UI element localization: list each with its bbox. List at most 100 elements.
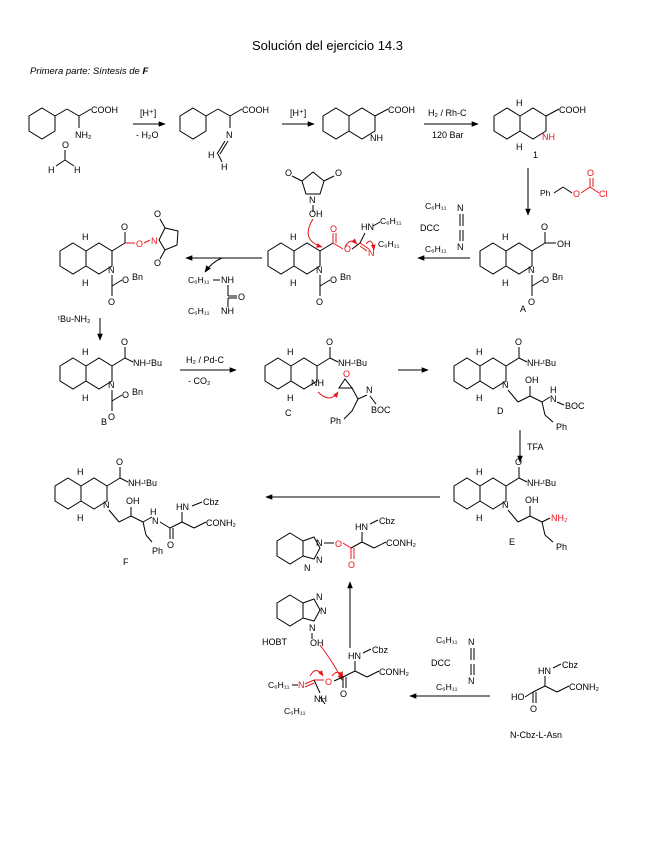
h-label: H bbox=[287, 393, 294, 403]
o-label-red: O bbox=[325, 677, 332, 687]
compound-label-1: 1 bbox=[533, 150, 538, 160]
cbz-chloride-reagent: Ph O O Cl bbox=[540, 168, 608, 199]
h-label: H bbox=[502, 232, 509, 242]
h-label: H bbox=[476, 393, 483, 403]
ho-label: HO bbox=[511, 692, 525, 702]
o-label: O bbox=[515, 457, 522, 467]
hobt-active-ester: N N N O O HN Cbz CONH₂ bbox=[276, 516, 416, 573]
compound-label-f: F bbox=[123, 557, 129, 567]
o-label: O bbox=[515, 337, 522, 347]
h-label: H bbox=[82, 393, 89, 403]
o-label: O bbox=[122, 275, 129, 285]
hn-label: HN bbox=[355, 522, 368, 532]
n-label: N bbox=[468, 676, 475, 686]
nh-label: NH bbox=[314, 694, 327, 704]
h-label: H bbox=[48, 165, 55, 175]
n-label: N bbox=[304, 563, 311, 573]
section-subtitle: Primera parte: Síntesis de F bbox=[30, 66, 148, 77]
bn-label: Bn bbox=[132, 272, 143, 282]
o-label-red: O bbox=[344, 244, 351, 254]
dcc-reagent-2: C₆H₁₁ N N C₆H₁₁ DCC bbox=[431, 635, 475, 692]
dcc-label-2: DCC bbox=[431, 658, 451, 668]
h-label: H bbox=[516, 142, 523, 152]
n-label: N bbox=[550, 394, 557, 404]
oh-label: OH bbox=[126, 496, 140, 506]
cooh-label: COOH bbox=[388, 105, 415, 115]
hn-label: HN bbox=[348, 651, 361, 661]
n-label: N bbox=[528, 265, 535, 275]
h-label: H bbox=[550, 385, 557, 395]
o-label: O bbox=[542, 275, 549, 285]
compound-f-structure: O NH-ᵗBu N OH Ph H N O HN Cbz CONH₂ H H … bbox=[54, 457, 236, 567]
n-label-red: N bbox=[298, 680, 305, 690]
c6h11-label: C₆H₁₁ bbox=[380, 216, 402, 226]
h-label: H bbox=[290, 278, 297, 288]
h-label: H bbox=[77, 467, 84, 477]
o-label-red: O bbox=[136, 239, 143, 249]
c6h11-label: C₆H₁₁ bbox=[188, 306, 210, 316]
h-label: H bbox=[221, 162, 228, 172]
nh-tbu-label: NH-ᵗBu bbox=[133, 358, 162, 368]
o-label: O bbox=[335, 168, 342, 178]
h-label: H bbox=[502, 278, 509, 288]
nh-tbu-label: NH-ᵗBu bbox=[527, 478, 556, 488]
n-label-red: N bbox=[368, 248, 375, 258]
n-label: N bbox=[309, 195, 316, 205]
h-label: H bbox=[82, 232, 89, 242]
bn-label: Bn bbox=[340, 272, 351, 282]
compound-b-structure: O NH-ᵗBu N O O Bn H H B bbox=[59, 337, 162, 427]
hobt-label: HOBT bbox=[262, 637, 288, 647]
conh2-label: CONH₂ bbox=[379, 667, 409, 677]
o-label-red: O bbox=[573, 189, 580, 199]
nh-label: NH bbox=[370, 133, 383, 143]
conh2-label: CONH₂ bbox=[206, 518, 236, 528]
compound-label-a: A bbox=[520, 304, 526, 314]
nh-tbu-label: NH-ᵗBu bbox=[128, 478, 157, 488]
n-label: N bbox=[457, 203, 464, 213]
ph-label: Ph bbox=[556, 542, 567, 552]
h-label: H bbox=[476, 513, 483, 523]
nhs-ester-structure: O O N O O N O O Bn H H bbox=[59, 209, 179, 307]
bn-label: Bn bbox=[552, 272, 563, 282]
o-label: O bbox=[121, 337, 128, 347]
ph-label: Ph bbox=[152, 546, 163, 556]
formaldehyde-o: O bbox=[62, 140, 69, 150]
h-label: H bbox=[208, 150, 215, 160]
compound-label-c: C bbox=[285, 408, 292, 418]
n-label: N bbox=[316, 555, 323, 565]
c6h11-label: C₆H₁₁ bbox=[436, 635, 458, 645]
n-label: N bbox=[366, 385, 373, 395]
c6h11-label: C₆H₁₁ bbox=[284, 706, 306, 716]
o-label: O bbox=[530, 704, 537, 714]
reagent-tbu-amine: ᵗBu-NH₂ bbox=[58, 314, 91, 324]
o-label: O bbox=[167, 540, 174, 550]
page-title: Solución del ejercicio 14.3 bbox=[251, 38, 404, 53]
o-label: O bbox=[154, 258, 161, 268]
h-label: H bbox=[476, 347, 483, 357]
c6h11-label: C₆H₁₁ bbox=[425, 244, 447, 254]
compound-c-structure: O NH-ᵗBu NH O N BOC Ph H H C bbox=[264, 337, 391, 426]
reagent-hydrogenation: H₂ / Rh-C bbox=[428, 108, 467, 118]
o-label: O bbox=[122, 390, 129, 400]
o-acylisourea-intermediate: C₆H₁₁ N NH C₆H₁₁ O O HN Cbz CONH₂ bbox=[268, 645, 409, 716]
n-label: N bbox=[502, 500, 509, 510]
o-label: O bbox=[285, 168, 292, 178]
o-label: O bbox=[541, 222, 548, 232]
n-label: N bbox=[226, 130, 233, 140]
hobt-reagent: N N N OH HOBT bbox=[262, 592, 343, 681]
h-label: H bbox=[287, 347, 294, 357]
oh-label: OH bbox=[525, 495, 539, 505]
o-label-red: O bbox=[348, 560, 355, 570]
o-label: O bbox=[316, 297, 323, 307]
cbz-label: Cbz bbox=[562, 660, 579, 670]
o-label: O bbox=[108, 297, 115, 307]
c6h11-label: C₆H₁₁ bbox=[436, 682, 458, 692]
cooh-label: COOH bbox=[242, 105, 269, 115]
boc-label: BOC bbox=[565, 401, 585, 411]
h-label: H bbox=[77, 513, 84, 523]
ph-label: Ph bbox=[540, 188, 551, 198]
c6h11-label: C₆H₁₁ bbox=[425, 201, 447, 211]
n-label: N bbox=[108, 380, 115, 390]
c6h11-label: C₆H₁₁ bbox=[268, 680, 290, 690]
subtitle-prefix: Primera parte: Síntesis de bbox=[30, 66, 143, 77]
